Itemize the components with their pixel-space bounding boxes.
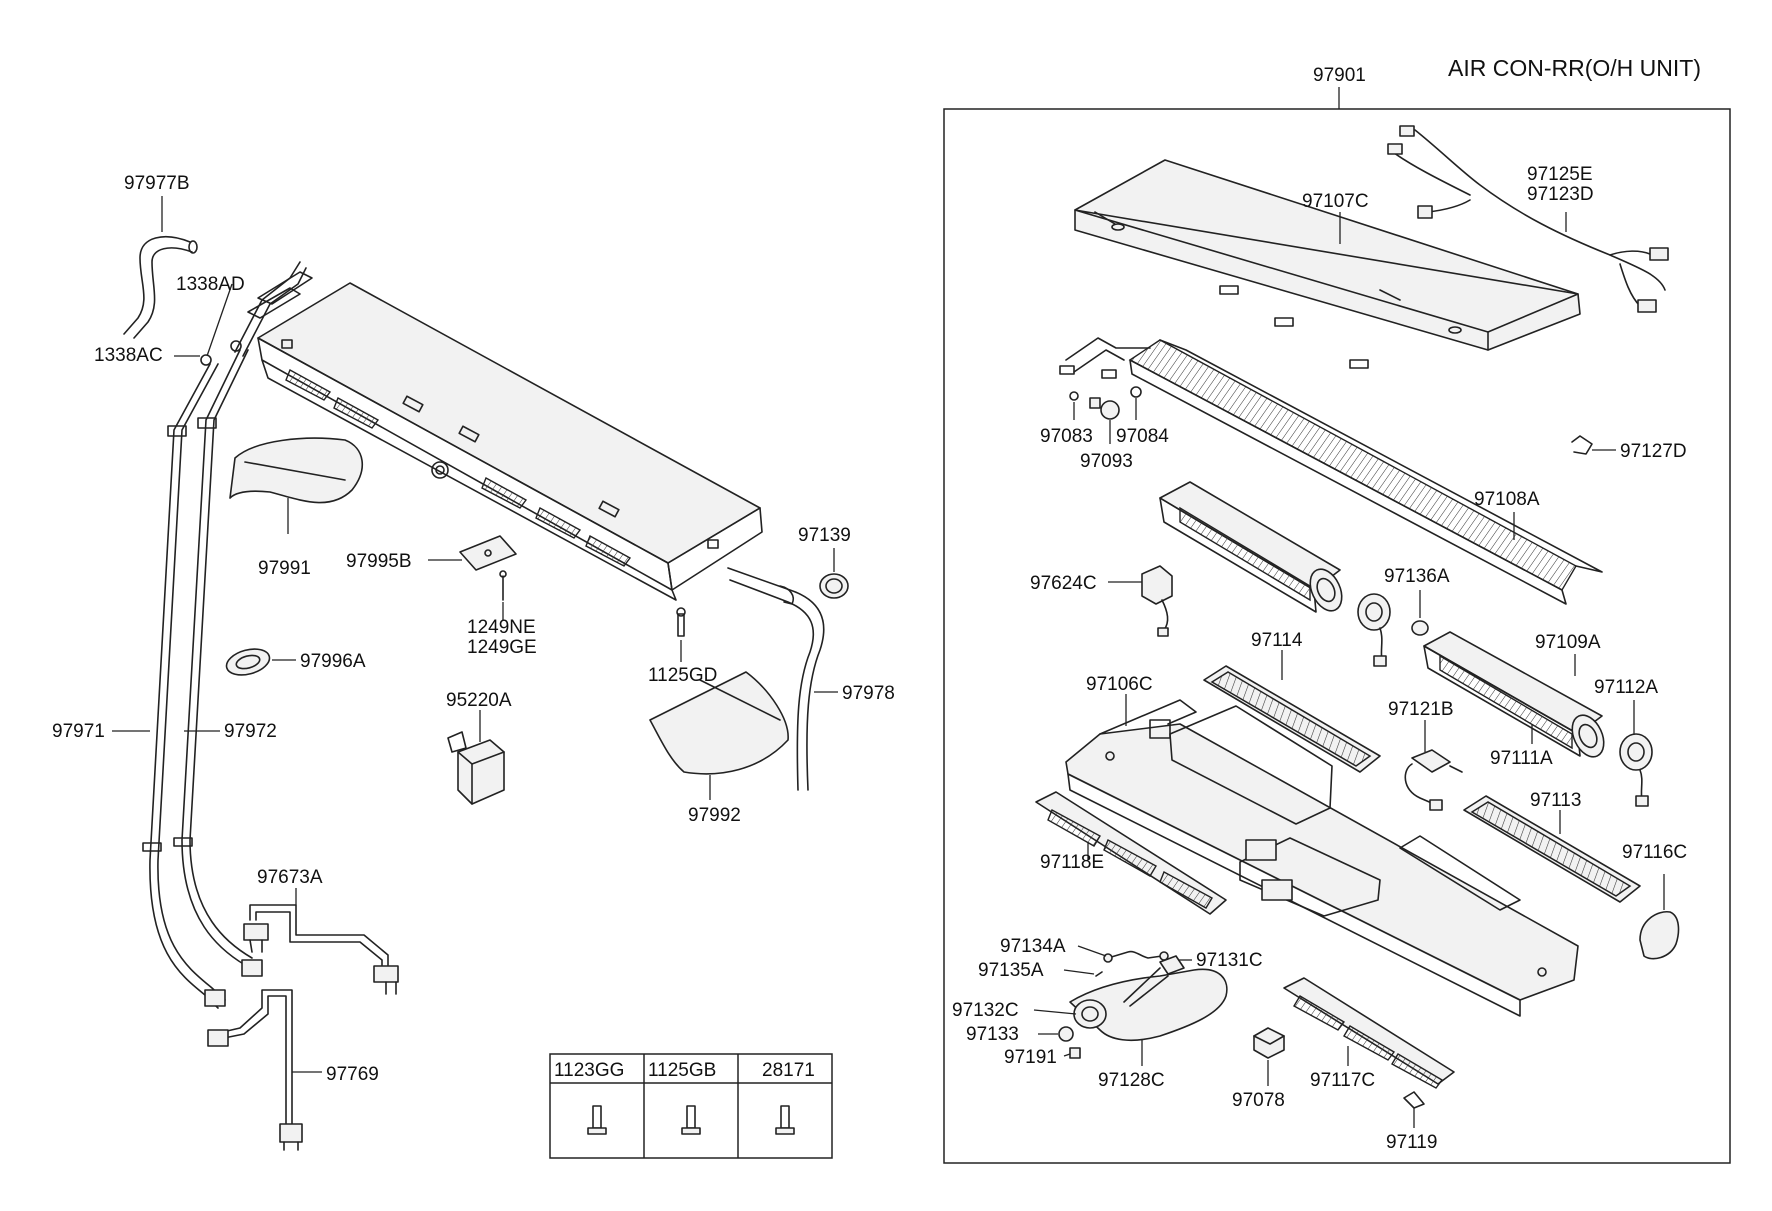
label-97078: 97078	[1232, 1090, 1285, 1111]
bracket-97995b	[459, 535, 517, 571]
wiring-harness-97125e	[1387, 125, 1669, 313]
label-97125e: 97125E	[1527, 164, 1593, 185]
label-97971: 97971	[52, 721, 105, 742]
overhead-unit	[247, 271, 763, 601]
clip-97127d	[1571, 435, 1593, 455]
blower-housing-left	[1159, 481, 1343, 613]
insulator-97992	[649, 671, 789, 775]
label-97107c: 97107C	[1302, 191, 1369, 212]
label-97135a: 97135A	[978, 960, 1044, 981]
label-97131c: 97131C	[1196, 950, 1263, 971]
insulator-97991	[229, 437, 364, 504]
cover-97107c	[1074, 159, 1581, 369]
label-97117c: 97117C	[1310, 1070, 1375, 1091]
label-97114: 97114	[1251, 630, 1303, 651]
hose-97977b	[123, 236, 198, 339]
bushing-97136a	[1411, 620, 1429, 636]
label-97191: 97191	[1004, 1047, 1057, 1068]
label-97112a: 97112A	[1594, 677, 1658, 698]
cap-97116c	[1639, 911, 1680, 960]
lower-case-97106c	[1065, 699, 1579, 1017]
label-97084: 97084	[1116, 426, 1169, 447]
valve-parts-97083	[1069, 386, 1142, 420]
label-97111a: 97111A	[1490, 748, 1553, 769]
label-97116c: 97116C	[1622, 842, 1687, 863]
label-1125gd: 1125GD	[648, 665, 717, 686]
label-97624c: 97624C	[1030, 573, 1097, 594]
grommet-97139	[819, 573, 849, 599]
louver-97117c	[1283, 977, 1455, 1089]
relay-95220a	[447, 731, 505, 805]
assembly-frame	[943, 108, 1731, 1164]
label-97133: 97133	[966, 1024, 1019, 1045]
louver-97118e	[1035, 791, 1227, 915]
motor-97112a	[1619, 733, 1653, 807]
motor-97136a-left	[1357, 593, 1391, 667]
label-97123d: 97123D	[1527, 184, 1594, 205]
label-97108a: 97108A	[1474, 489, 1540, 510]
grille-97113	[1463, 795, 1641, 903]
label-97128c: 97128C	[1098, 1070, 1165, 1091]
switch-97078	[1253, 1027, 1285, 1059]
clip-97996a	[225, 648, 271, 676]
label-1249ge: 1249GE	[467, 637, 537, 658]
label-97119: 97119	[1386, 1132, 1437, 1153]
label-97901: 97901	[1313, 65, 1366, 86]
blower-housing-right	[1423, 631, 1605, 758]
label-97136a: 97136A	[1384, 566, 1450, 587]
label-97992: 97992	[688, 805, 741, 826]
label-97132c: 97132C	[952, 1000, 1019, 1021]
fastener-icon-3	[775, 1105, 795, 1135]
diagram-title: AIR CON-RR(O/H UNIT)	[1448, 55, 1701, 81]
clip-97119	[1403, 1091, 1425, 1109]
label-97106c: 97106C	[1086, 674, 1153, 695]
fastener-icon-1	[587, 1105, 607, 1135]
actuator-97624c	[1141, 565, 1173, 637]
label-97109a: 97109A	[1535, 632, 1601, 653]
pipes-97971-97972	[142, 349, 263, 1009]
label-1338ac: 1338AC	[94, 345, 163, 366]
screw-1249ne	[499, 570, 507, 601]
label-97977b: 97977B	[124, 173, 190, 194]
table-header-1123gg: 1123GG	[554, 1060, 624, 1081]
screw-1125gd	[676, 607, 686, 637]
label-97996a: 97996A	[300, 651, 366, 672]
label-97139: 97139	[798, 525, 851, 546]
label-1249ne: 1249NE	[467, 617, 536, 638]
grille-97114	[1203, 665, 1381, 773]
label-97083: 97083	[1040, 426, 1093, 447]
label-97978: 97978	[842, 683, 895, 704]
label-97134a: 97134A	[1000, 936, 1066, 957]
label-97121b: 97121B	[1388, 699, 1454, 720]
label-97093: 97093	[1080, 451, 1133, 472]
table-header-28171: 28171	[762, 1060, 815, 1081]
hose-97978	[727, 567, 825, 791]
evaporator-97108a	[1059, 337, 1603, 605]
label-95220a: 95220A	[446, 690, 512, 711]
label-97673a: 97673A	[257, 867, 323, 888]
label-97769: 97769	[326, 1064, 379, 1085]
fastener-icon-2	[681, 1105, 701, 1135]
tube-97673a	[243, 904, 399, 995]
sensor-97121b	[1404, 749, 1463, 811]
tube-97769	[207, 989, 303, 1151]
label-97991: 97991	[258, 558, 311, 579]
label-97972: 97972	[224, 721, 277, 742]
label-1338ad: 1338AD	[176, 274, 245, 295]
label-97995b: 97995B	[346, 551, 412, 572]
label-97113: 97113	[1530, 790, 1581, 811]
label-97127d: 97127D	[1620, 441, 1687, 462]
tube-to-unit	[234, 261, 307, 357]
actuator-group-97128c	[1058, 950, 1228, 1059]
fastener-table	[549, 1053, 833, 1159]
table-header-1125gb: 1125GB	[648, 1060, 716, 1081]
label-97118e: 97118E	[1040, 852, 1104, 873]
